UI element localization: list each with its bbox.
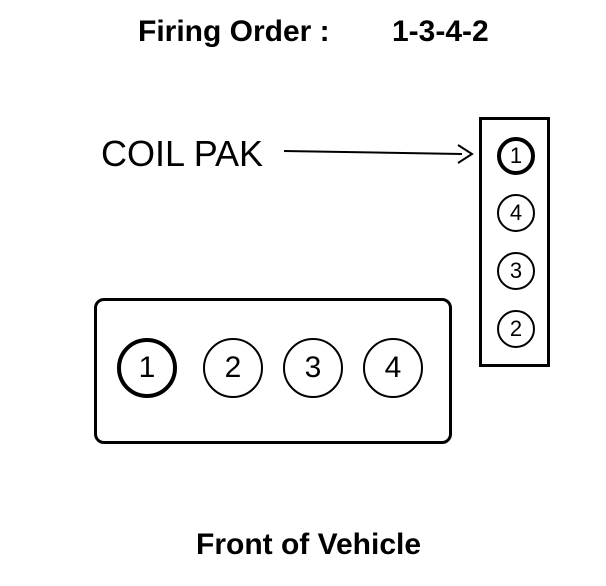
engine-block	[94, 298, 452, 444]
firing-order-value: 1-3-4-2	[392, 15, 489, 48]
firing-order-label: Firing Order :	[138, 15, 330, 48]
cylinder-3: 3	[283, 338, 343, 398]
coil-pak-label: COIL PAK	[101, 133, 264, 174]
cylinder-4: 4	[363, 338, 423, 398]
cylinder-1: 1	[117, 338, 177, 398]
coil-pack	[479, 117, 550, 367]
coil-tower-3: 3	[497, 252, 535, 290]
coil-tower-2: 2	[497, 310, 535, 348]
coil-tower-4: 4	[497, 194, 535, 232]
cylinder-2: 2	[203, 338, 263, 398]
front-of-vehicle-label: Front of Vehicle	[196, 528, 422, 561]
coil-tower-1: 1	[497, 137, 535, 175]
